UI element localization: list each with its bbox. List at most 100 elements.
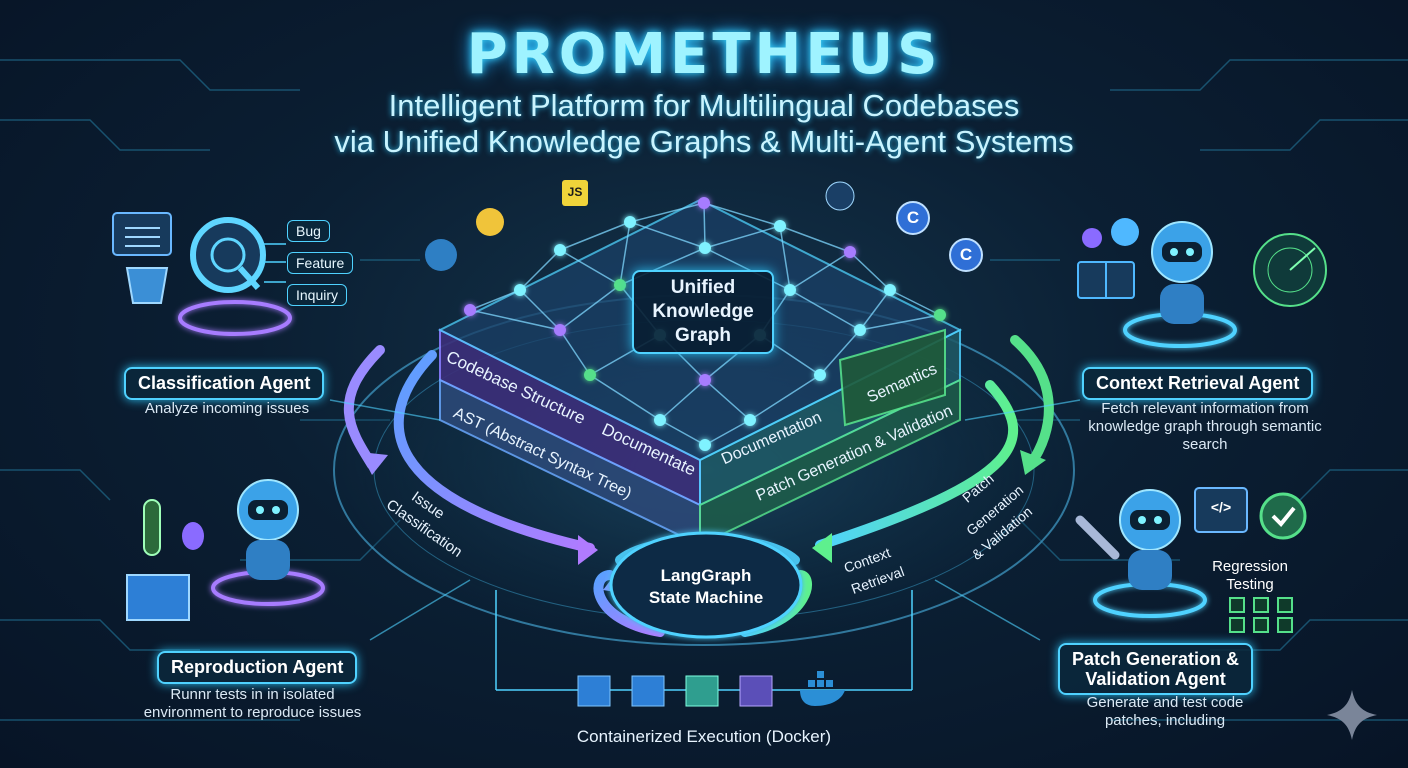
- code-icon-label: </>: [1210, 499, 1232, 515]
- trash-bin-icon: [125, 267, 169, 304]
- graph-node: [464, 304, 476, 316]
- patch-desc-line-1: Generate and test code: [1086, 694, 1244, 711]
- code-window-icon: [1194, 487, 1248, 533]
- graph-node: [699, 242, 711, 254]
- graph-edge: [704, 225, 781, 249]
- subtitle-line-2: via Unified Knowledge Graphs & Multi-Age…: [334, 124, 1074, 159]
- tag-inquiry: Inquiry: [287, 284, 348, 306]
- c-lang-icon: [896, 201, 930, 235]
- patch-title-line-1: Patch Generation &: [1072, 649, 1240, 669]
- arrow-loop-left: [593, 570, 665, 637]
- c-lang-icon-2: [949, 238, 983, 272]
- patch-agent-illustration: [1075, 487, 1307, 633]
- graph-edge: [819, 329, 861, 376]
- context-desc-line-3: search: [1182, 436, 1228, 453]
- graph-edge: [589, 374, 661, 421]
- graph-edge: [559, 249, 621, 286]
- python-icon-2: [476, 208, 504, 236]
- graph-node: [744, 414, 756, 426]
- browser-window-icon: [112, 212, 172, 256]
- state-machine-label: LangGraph State Machine: [630, 565, 782, 609]
- graph-edge: [704, 379, 751, 421]
- patch-agent-title: Patch Generation & Validation Agent: [1058, 643, 1254, 695]
- patch-title-line-2: Validation Agent: [1085, 669, 1226, 689]
- checkbox-icon: [1229, 597, 1245, 613]
- patch-agent-desc: Generate and test code patches, includin…: [1060, 694, 1270, 730]
- js-badge-icon: [562, 180, 588, 206]
- docker-label: Containerized Execution (Docker): [576, 727, 832, 746]
- graph-edge: [559, 329, 591, 376]
- graph-node: [624, 216, 636, 228]
- context-agent-illustration: [1077, 218, 1327, 348]
- graph-edge: [629, 202, 705, 223]
- state-machine-line-2: State Machine: [648, 588, 764, 607]
- gear-icon: [1082, 218, 1139, 248]
- graph-edge: [704, 247, 791, 291]
- graph-node: [584, 369, 596, 381]
- graph-edge: [559, 284, 621, 331]
- checkbox-icon: [1277, 617, 1293, 633]
- java-icon: [825, 181, 855, 211]
- graph-edge: [703, 202, 706, 249]
- graph-edge: [519, 249, 561, 291]
- docker-row: [495, 590, 913, 707]
- graph-edge: [779, 225, 851, 253]
- regression-line-1: Regression: [1212, 558, 1288, 575]
- graph-node: [654, 414, 666, 426]
- graph-node: [614, 279, 626, 291]
- graph-node: [554, 324, 566, 336]
- graph-label-line-2: Knowledge: [652, 301, 754, 322]
- graph-node: [514, 284, 526, 296]
- tag-feature: Feature: [287, 252, 354, 274]
- regression-line-2: Testing: [1226, 576, 1274, 593]
- python-icon: [425, 239, 457, 271]
- regression-testing-label: Regression Testing: [1205, 558, 1295, 594]
- graph-node: [844, 246, 856, 258]
- graph-edge: [779, 225, 791, 291]
- language-badges: [425, 180, 983, 272]
- checkbox-icon: [1277, 597, 1293, 613]
- graph-edge: [859, 314, 941, 331]
- wrench-icon: [1075, 515, 1120, 560]
- graph-edge: [629, 221, 706, 249]
- graph-node: [774, 220, 786, 232]
- graph-node: [934, 309, 946, 321]
- checkbox-icon: [1253, 617, 1269, 633]
- robot-body: [1128, 550, 1172, 590]
- reproduction-agent-desc: Runnr tests in in isolated environment t…: [120, 686, 385, 722]
- graph-edge: [559, 221, 631, 251]
- reproduction-desc-line-1: Runnr tests in in isolated: [170, 686, 335, 703]
- graph-edge: [789, 251, 851, 291]
- knowledge-graph-label: Unified Knowledge Graph: [632, 270, 774, 354]
- robot-body: [1160, 284, 1204, 324]
- graph-node: [554, 244, 566, 256]
- c-badge-label-1: C: [906, 208, 920, 227]
- arrow-right-outer: [1010, 335, 1054, 470]
- checkbox-grid: [1229, 597, 1293, 633]
- classification-agent-title: Classification Agent: [124, 367, 325, 400]
- robot-body: [246, 540, 290, 580]
- docker-whale-icon: [800, 671, 845, 706]
- context-desc-line-2: knowledge graph through semantic: [1088, 418, 1322, 435]
- sparkle-icon: [1327, 690, 1377, 740]
- container-1: [577, 675, 611, 707]
- container-3: [685, 675, 719, 707]
- graph-node: [784, 284, 796, 296]
- graph-edge: [659, 379, 706, 421]
- graph-label-line-3: Graph: [675, 325, 731, 346]
- graph-edge: [703, 202, 781, 227]
- test-tube-icon: [143, 499, 161, 556]
- checkmark-badge-icon: [1259, 492, 1307, 540]
- graph-node: [698, 197, 710, 209]
- js-badge-label: JS: [567, 185, 583, 199]
- graph-edge: [704, 419, 751, 446]
- graph-node: [699, 374, 711, 386]
- tag-bug: Bug: [287, 220, 330, 242]
- graph-edge: [889, 289, 941, 316]
- reproduction-agent-title: Reproduction Agent: [157, 651, 358, 684]
- graph-label-line-1: Unified: [670, 277, 736, 298]
- graph-edge: [469, 309, 561, 331]
- context-agent-title: Context Retrieval Agent: [1082, 367, 1314, 400]
- reproduction-desc-line-2: environment to reproduce issues: [143, 704, 362, 721]
- subtitle-line-1: Intelligent Platform for Multilingual Co…: [388, 88, 1020, 123]
